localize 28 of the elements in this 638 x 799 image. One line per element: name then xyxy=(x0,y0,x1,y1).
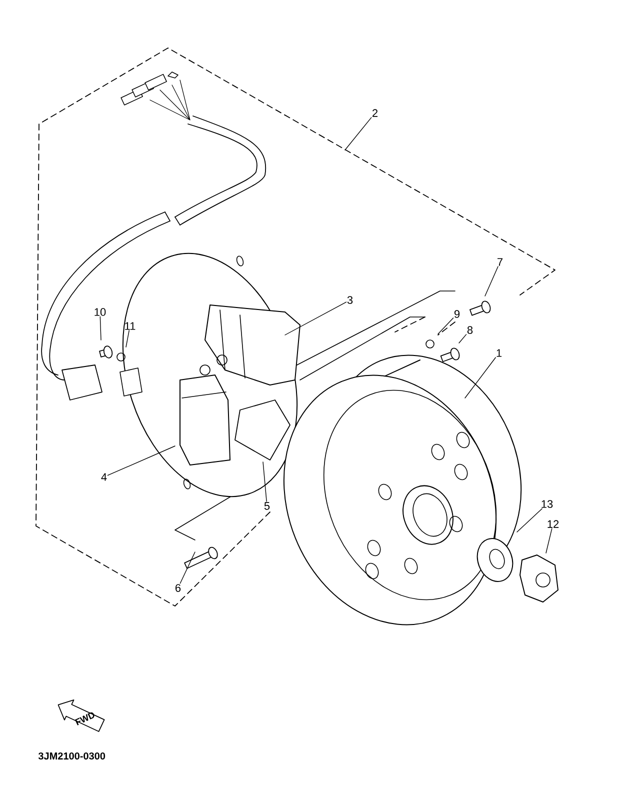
callout-number: 1 xyxy=(496,349,502,357)
callout-number: 13 xyxy=(542,500,553,508)
callout-number: 4 xyxy=(101,473,107,481)
leader-line xyxy=(458,334,467,344)
callout-number: 9 xyxy=(454,310,460,318)
leader-line xyxy=(484,266,498,296)
leader-line xyxy=(180,552,196,584)
part-code: 3JM2100-0300 xyxy=(38,752,106,760)
leader-line xyxy=(438,318,454,334)
callout-number: 5 xyxy=(264,502,270,510)
leader-line xyxy=(516,508,542,532)
leader-line xyxy=(107,446,176,476)
leader-line xyxy=(546,528,552,554)
callout-number: 12 xyxy=(548,520,559,528)
callout-number: 7 xyxy=(498,258,502,266)
leader-line xyxy=(284,302,347,336)
callout-number: 3 xyxy=(347,296,353,304)
callout-number: 6 xyxy=(176,584,181,592)
callout-number: 11 xyxy=(125,322,136,330)
leader-line xyxy=(344,117,372,150)
callout-number: 10 xyxy=(94,308,106,316)
leader-line xyxy=(100,316,102,340)
leader-line xyxy=(464,357,496,398)
forward-arrow-sign: FWD xyxy=(58,700,105,732)
callout-number: 2 xyxy=(372,109,378,117)
leader-line xyxy=(262,462,267,502)
callout-number: 8 xyxy=(467,326,473,334)
leader-line xyxy=(126,330,130,348)
